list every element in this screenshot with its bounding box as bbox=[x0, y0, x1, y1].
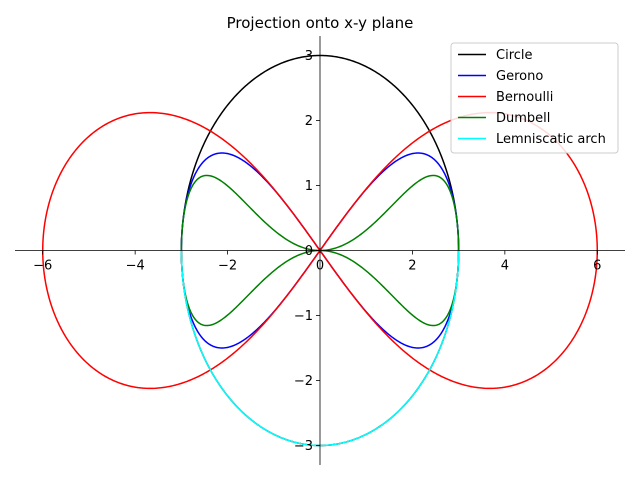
y-tick-label: 3 bbox=[305, 49, 313, 64]
legend-label: Bernoulli bbox=[496, 90, 553, 105]
legend-label: Gerono bbox=[496, 69, 543, 84]
y-tick-label: 1 bbox=[305, 179, 313, 194]
y-tick-label: −2 bbox=[294, 374, 313, 389]
x-tick-label: −4 bbox=[126, 259, 145, 274]
legend-label: Dumbell bbox=[496, 111, 550, 126]
chart-title: Projection onto x-y plane bbox=[227, 14, 414, 32]
x-tick-label: 0 bbox=[316, 259, 324, 274]
x-tick-label: −6 bbox=[33, 259, 52, 274]
x-tick-label: 4 bbox=[501, 259, 509, 274]
y-tick-label: −1 bbox=[294, 309, 313, 324]
x-tick-label: −2 bbox=[218, 259, 237, 274]
legend-label: Circle bbox=[496, 48, 533, 63]
y-tick-label: −3 bbox=[294, 439, 313, 454]
x-tick-label: 6 bbox=[593, 259, 601, 274]
x-tick-label: 2 bbox=[408, 259, 416, 274]
y-tick-label: 2 bbox=[305, 114, 313, 129]
y-tick-label: 0 bbox=[305, 244, 313, 259]
legend-box bbox=[450, 42, 619, 154]
axes-layer: −6 −4 −2 0 2 4 6 −3 −2 −1 0 1 2 3 bbox=[15, 36, 625, 465]
legend: CircleGeronoBernoulliDumbellLemniscatic … bbox=[450, 42, 619, 154]
legend-label: Lemniscatic arch bbox=[496, 132, 606, 147]
